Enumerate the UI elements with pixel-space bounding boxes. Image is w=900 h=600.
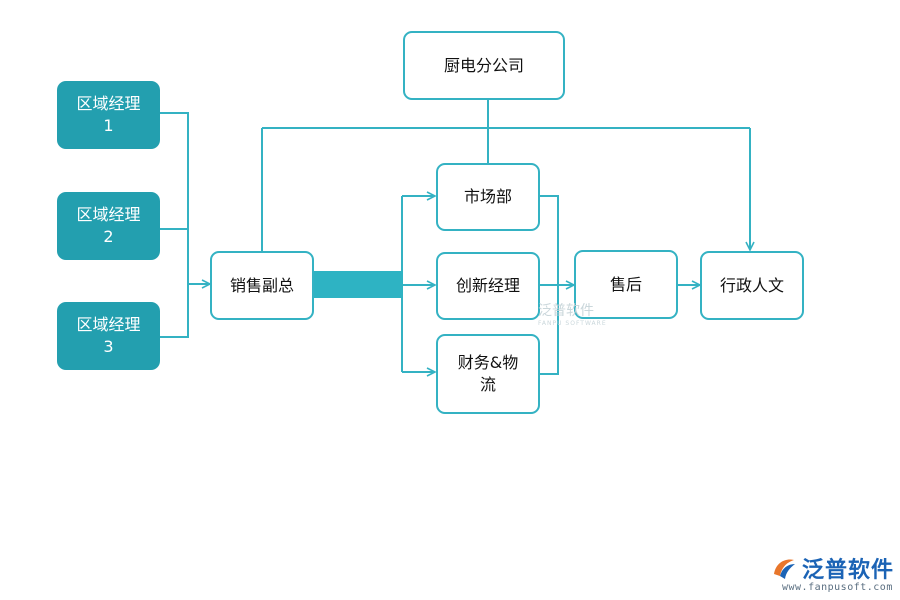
logo-url: www.fanpusoft.com xyxy=(782,582,893,593)
brand-logo: 泛普软件 xyxy=(770,552,894,584)
node-company: 厨电分公司 xyxy=(403,31,565,100)
node-regional-manager-1: 区域经理 1 xyxy=(57,81,160,149)
node-regional-manager-3: 区域经理 3 xyxy=(57,302,160,370)
watermark-subtext: FANPU SOFTWARE xyxy=(538,320,607,327)
node-finance-logistics: 财务&物 流 xyxy=(436,334,540,414)
thick-connector xyxy=(313,271,403,298)
node-after-sales: 售后 xyxy=(574,250,678,319)
logo-icon xyxy=(774,559,795,579)
watermark: 泛普软件 FANPU SOFTWARE xyxy=(538,300,607,327)
node-regional-manager-2: 区域经理 2 xyxy=(57,192,160,260)
node-admin-hr: 行政人文 xyxy=(700,251,804,320)
node-innovation-manager: 创新经理 xyxy=(436,252,540,320)
watermark-text: 泛普软件 xyxy=(538,303,594,319)
line-regional1 xyxy=(160,112,189,338)
node-sales-vp: 销售副总 xyxy=(210,251,314,320)
node-marketing: 市场部 xyxy=(436,163,540,231)
logo-text: 泛普软件 xyxy=(802,558,895,583)
